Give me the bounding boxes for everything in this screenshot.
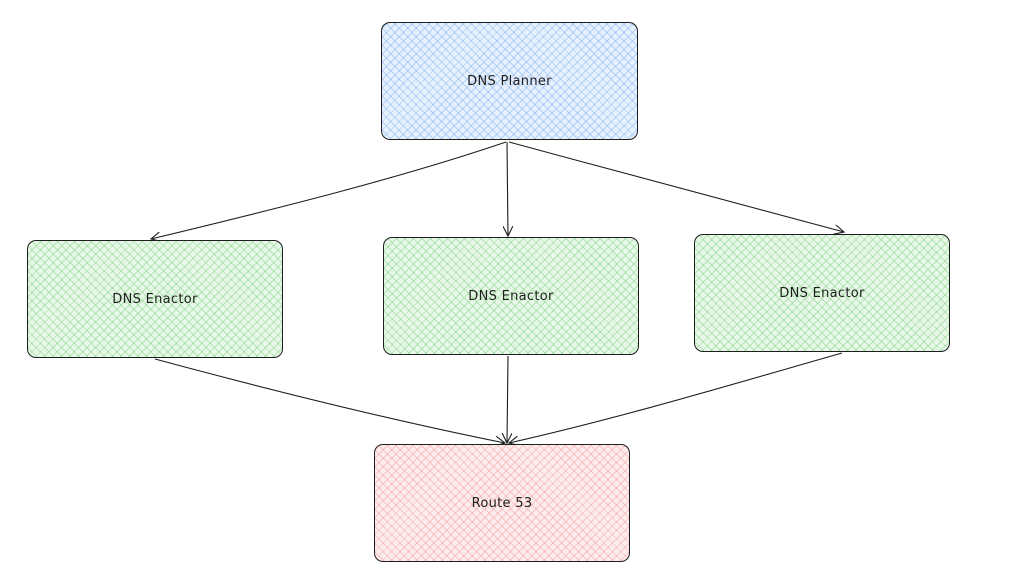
route53-label: Route 53 bbox=[471, 495, 533, 511]
dns-planner-label: DNS Planner bbox=[467, 73, 552, 89]
edge-enactor-3-to-route53 bbox=[509, 352, 843, 443]
dns-enactor-node-3[interactable]: DNS Enactor bbox=[694, 234, 950, 352]
edge-planner-to-enactor-1 bbox=[151, 141, 507, 239]
edge-planner-to-enactor-2 bbox=[507, 141, 508, 236]
dns-enactor-label-2: DNS Enactor bbox=[468, 288, 554, 304]
edge-enactor-2-to-route53 bbox=[507, 355, 508, 443]
edge-enactor-1-to-route53 bbox=[154, 358, 505, 443]
edge-planner-to-enactor-3 bbox=[508, 141, 844, 232]
dns-enactor-label-1: DNS Enactor bbox=[112, 291, 198, 307]
dns-enactor-label-3: DNS Enactor bbox=[779, 285, 865, 301]
dns-planner-node[interactable]: DNS Planner bbox=[381, 22, 638, 140]
dns-enactor-node-2[interactable]: DNS Enactor bbox=[383, 237, 639, 355]
dns-enactor-node-1[interactable]: DNS Enactor bbox=[27, 240, 283, 358]
route53-node[interactable]: Route 53 bbox=[374, 444, 630, 562]
